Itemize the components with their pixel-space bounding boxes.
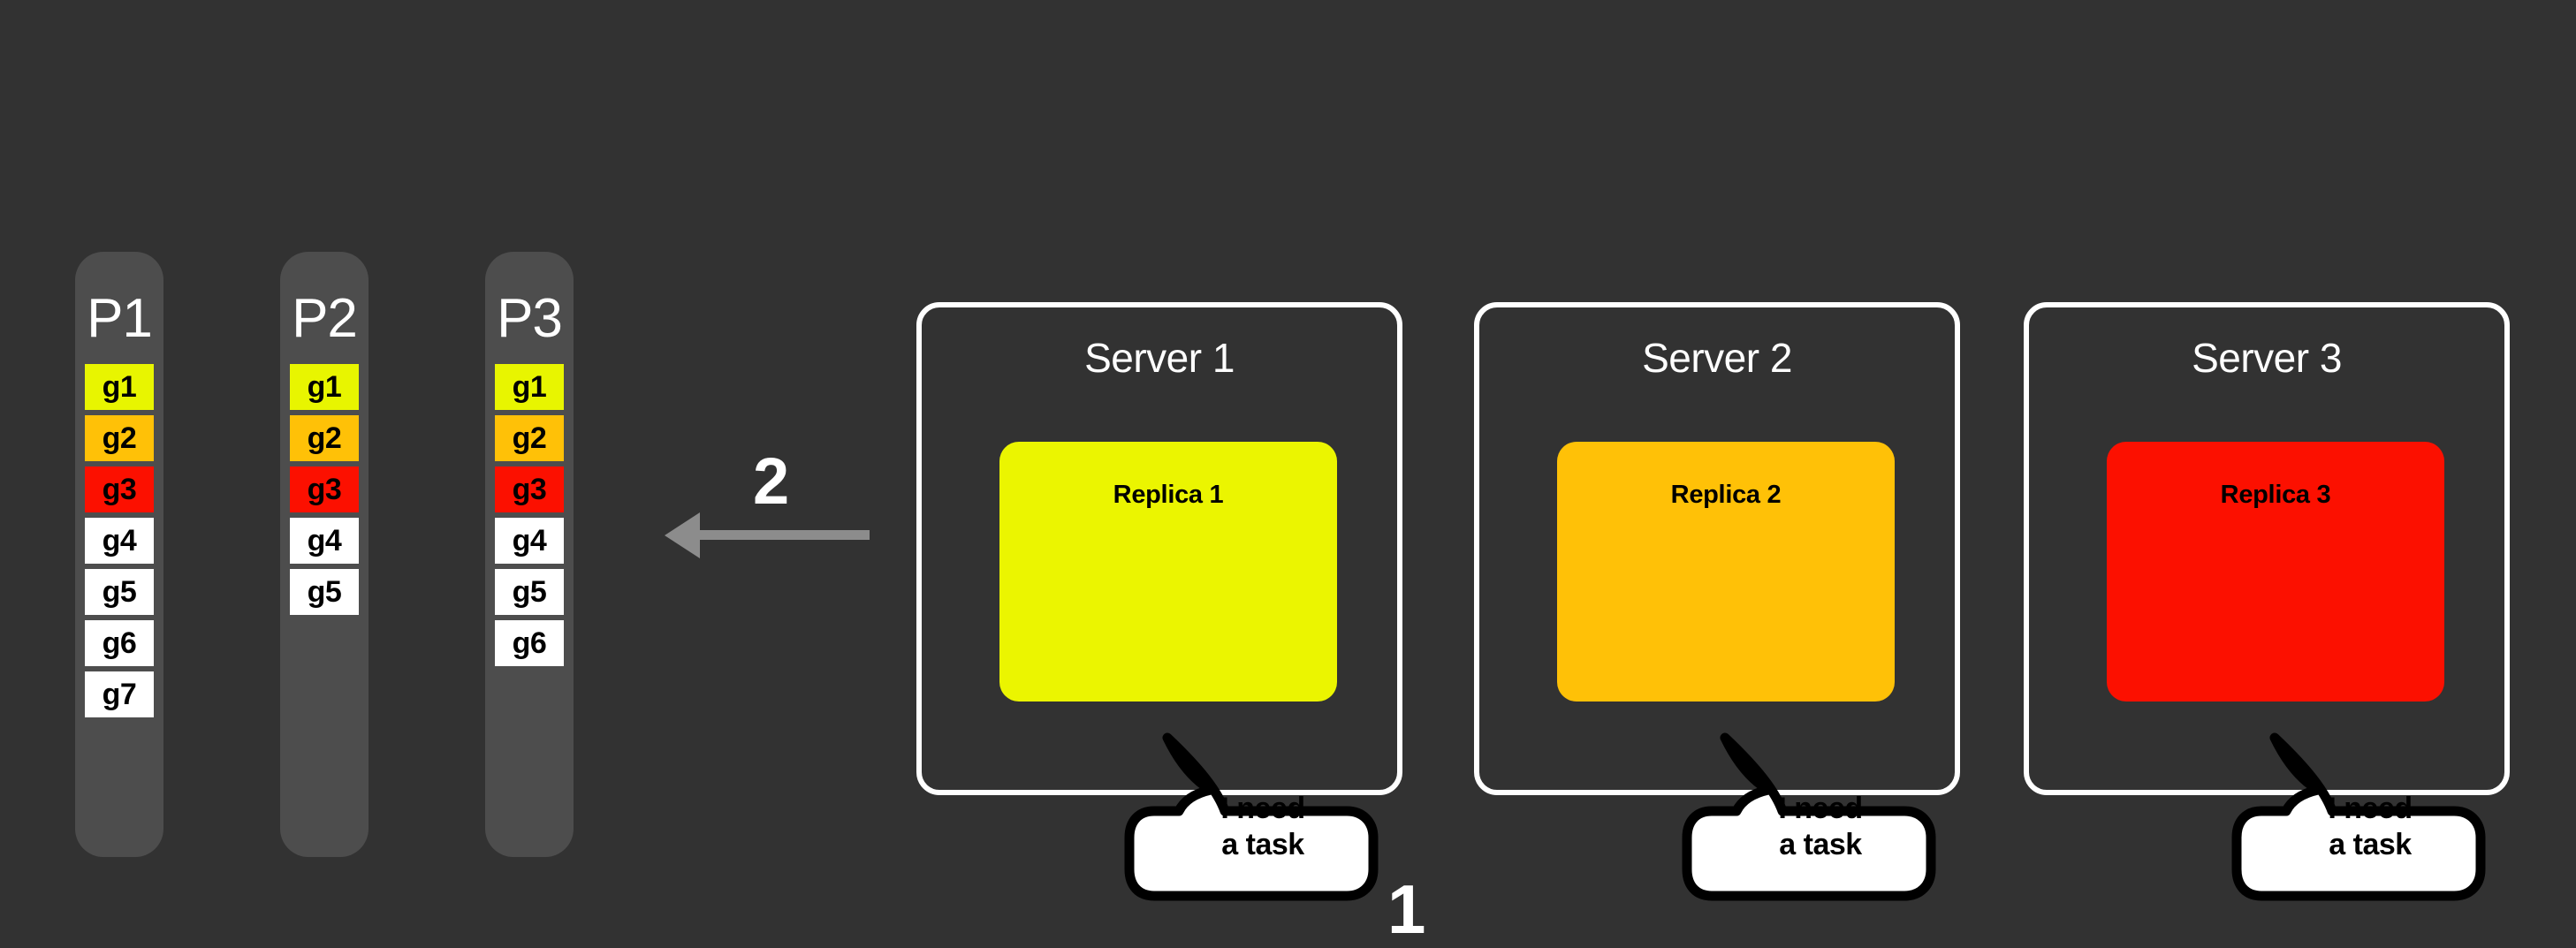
group-slot: g2 <box>495 415 564 461</box>
group-slot: g1 <box>495 364 564 410</box>
partition-column-p1: P1 g1 g2 g3 g4 g5 g6 g7 <box>75 252 163 857</box>
replica-label: Replica 2 <box>1670 481 1782 509</box>
bubble-line-1: I need <box>1778 791 1863 825</box>
group-slot: g2 <box>85 415 154 461</box>
server-title: Server 3 <box>2192 335 2342 381</box>
speech-bubble-server-1: I need a task <box>1124 732 1379 901</box>
replica-box: Replica 3 <box>2107 442 2444 702</box>
arrow-shaft <box>698 530 870 540</box>
group-slot: g1 <box>85 364 154 410</box>
partition-title: P1 <box>87 288 153 349</box>
group-slot: g3 <box>85 466 154 512</box>
speech-bubble-server-2: I need a task <box>1682 732 1936 901</box>
group-slot: g5 <box>495 569 564 615</box>
partition-column-p2: P2 g1 g2 g3 g4 g5 <box>280 252 369 857</box>
server-title: Server 2 <box>1642 335 1792 381</box>
arrow-head-icon <box>665 512 700 558</box>
bubble-line-2: a task <box>2329 828 2412 861</box>
partition-slot-list: g1 g2 g3 g4 g5 g6 g7 <box>85 364 154 717</box>
speech-bubble-text: I need a task <box>1149 769 1377 885</box>
group-slot: g4 <box>85 518 154 564</box>
server-title: Server 1 <box>1084 335 1235 381</box>
group-slot: g4 <box>495 518 564 564</box>
group-slot: g2 <box>290 415 359 461</box>
speech-bubble-shape <box>2231 732 2486 901</box>
bubble-line-2: a task <box>1779 828 1862 861</box>
partition-slot-list: g1 g2 g3 g4 g5 <box>290 364 359 615</box>
partition-column-p3: P3 g1 g2 g3 g4 g5 g6 <box>485 252 574 857</box>
speech-bubble-shape <box>1124 732 1379 901</box>
bubble-line-1: I need <box>2328 791 2413 825</box>
partition-title: P2 <box>292 288 358 349</box>
step-number-2: 2 <box>753 444 790 518</box>
group-slot: g6 <box>85 620 154 666</box>
server-box-1: Server 1 Replica 1 <box>916 302 1402 795</box>
replica-box: Replica 2 <box>1557 442 1895 702</box>
speech-bubble-text: I need a task <box>2256 769 2484 885</box>
replica-box: Replica 1 <box>999 442 1337 702</box>
server-box-2: Server 2 Replica 2 <box>1474 302 1960 795</box>
replica-label: Replica 1 <box>1113 481 1224 509</box>
speech-bubble-server-3: I need a task <box>2231 732 2486 901</box>
group-slot: g1 <box>290 364 359 410</box>
group-slot: g7 <box>85 671 154 717</box>
step-number-1: 1 <box>1387 870 1426 948</box>
group-slot: g3 <box>495 466 564 512</box>
group-slot: g3 <box>290 466 359 512</box>
group-slot: g5 <box>85 569 154 615</box>
partition-title: P3 <box>497 288 563 349</box>
bubble-line-1: I need <box>1220 791 1305 825</box>
group-slot: g5 <box>290 569 359 615</box>
speech-bubble-text: I need a task <box>1706 769 1934 885</box>
replica-label: Replica 3 <box>2220 481 2331 509</box>
speech-bubble-shape <box>1682 732 1936 901</box>
group-slot: g6 <box>495 620 564 666</box>
server-box-3: Server 3 Replica 3 <box>2024 302 2510 795</box>
group-slot: g4 <box>290 518 359 564</box>
partition-slot-list: g1 g2 g3 g4 g5 g6 <box>495 364 564 666</box>
bubble-line-2: a task <box>1221 828 1304 861</box>
